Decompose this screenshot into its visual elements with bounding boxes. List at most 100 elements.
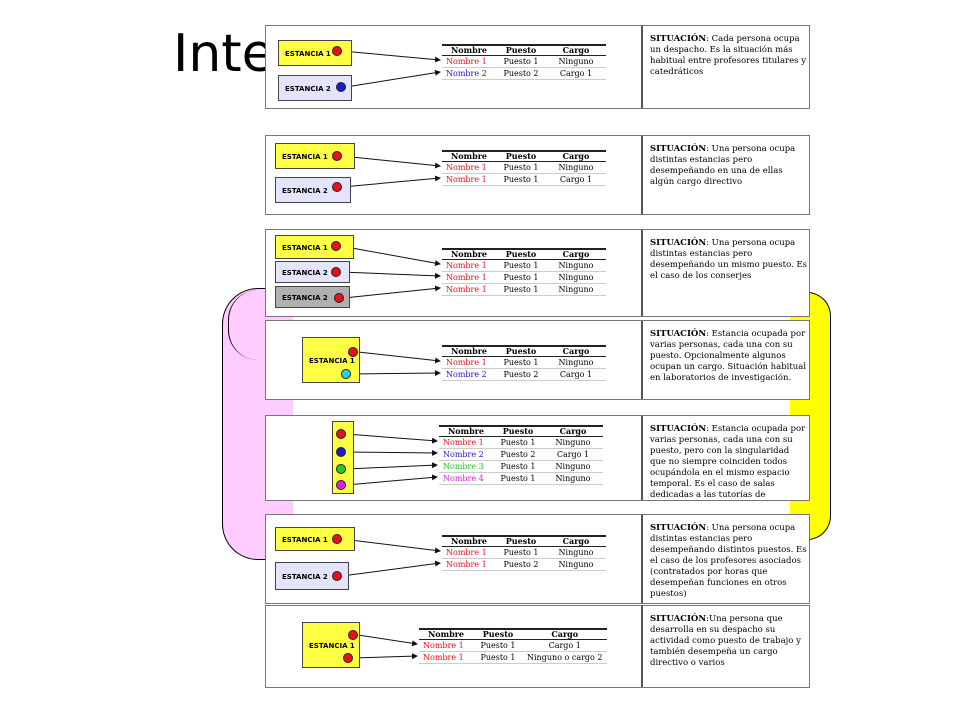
table-cell: Cargo 1 [546,67,606,80]
estancia-label: ESTANCIA 2 [282,269,328,277]
situation-description: : Estancia ocupada por varias personas, … [650,329,807,383]
link-arrow [345,449,438,456]
person-dot [332,534,342,544]
estancia-label: ESTANCIA 2 [282,573,328,581]
table-cell: Puesto 1 [496,55,546,68]
table-cell: Nombre 2 [442,368,496,381]
table-cell: Nombre 1 [442,356,496,369]
table-cell: Ninguno [546,161,606,174]
situation-label: SITUACIÓN [650,614,707,624]
table-cell: Nombre 1 [442,173,496,186]
arrows-layer [341,50,441,88]
table-header: Cargo [546,150,606,162]
panel-divider [641,606,643,687]
situation-label: SITUACIÓN [650,329,707,339]
situation-label: SITUACIÓN [650,424,707,434]
table-header: Nombre [442,248,496,260]
person-dot [331,267,341,277]
table-cell: Cargo 1 [546,173,606,186]
table-cell: Ninguno [546,558,606,571]
table-cell: Puesto 1 [496,173,546,186]
person-dot [332,571,342,581]
estancia-box: ESTANCIA 1 [302,337,360,383]
estancia-label: ESTANCIA 1 [282,536,328,544]
situation-description: : Una persona ocupa distintas estancias … [650,238,808,281]
estancia-box: ESTANCIA 2 [278,75,352,101]
table-cell: Nombre 2 [439,448,493,461]
table-header: Puesto [496,44,546,56]
pink-cylinder-rim [228,290,279,360]
table-cell: Ninguno o cargo 2 [523,651,607,664]
table-cell: Nombre 1 [442,55,496,68]
table-header: Cargo [546,345,606,357]
table-cell: Puesto 1 [473,651,523,664]
link-arrow [345,462,438,470]
person-dot [336,447,346,457]
situation-label: SITUACIÓN [650,523,707,533]
table-cell: Nombre 1 [442,283,496,296]
table-cell: Puesto 2 [496,558,546,571]
slide-title: Inte [173,24,274,84]
arrows-layer [345,433,438,486]
table-header: Cargo [523,628,607,640]
table-header: Nombre [439,425,493,437]
table-cell: Puesto 1 [493,472,543,485]
panel-divider [641,416,643,500]
estancia-box: ESTANCIA 1 [275,527,355,551]
table-cell: Puesto 1 [493,436,543,449]
estancia-box: ESTANCIA 1 [275,235,354,259]
situation-description: : Estancia ocupada por varias personas, … [650,424,806,500]
table-header: Nombre [442,150,496,162]
table-cell: Puesto 1 [496,283,546,296]
table-header: Cargo [543,425,603,437]
table-header: Puesto [493,425,543,437]
person-dot [336,464,346,474]
situation-text: SITUACIÓN: Una persona ocupa distintas e… [650,144,807,188]
link-arrow [341,175,441,188]
table-cell: Nombre 1 [419,651,473,664]
table-cell: Ninguno [543,460,603,473]
table-header: Nombre [442,345,496,357]
table-cell: Ninguno [546,283,606,296]
situation-text: SITUACIÓN: Estancia ocupada por varias p… [650,424,807,500]
arrows-layer [340,245,441,299]
link-arrow [341,50,441,63]
table-header: Nombre [442,535,496,547]
panel-divider [641,136,643,214]
link-arrow [352,653,418,660]
table-cell: Ninguno [546,55,606,68]
person-dot [343,653,353,663]
estancia-label: ESTANCIA 1 [282,153,328,161]
estancia-box: ESTANCIA 1 [275,143,355,169]
table-cell: Ninguno [543,472,603,485]
table-cell: Nombre 1 [442,558,496,571]
estancia-label: ESTANCIA 2 [282,294,328,302]
table-cell: Ninguno [546,546,606,559]
table-cell: Puesto 1 [493,460,543,473]
person-dot [332,46,342,56]
situation-label: SITUACIÓN [650,144,707,154]
link-arrow [357,634,418,647]
person-dot [348,630,358,640]
link-arrow [340,245,441,267]
table-header: Puesto [496,150,546,162]
table-header: Puesto [496,535,546,547]
arrows-layer [341,155,441,188]
